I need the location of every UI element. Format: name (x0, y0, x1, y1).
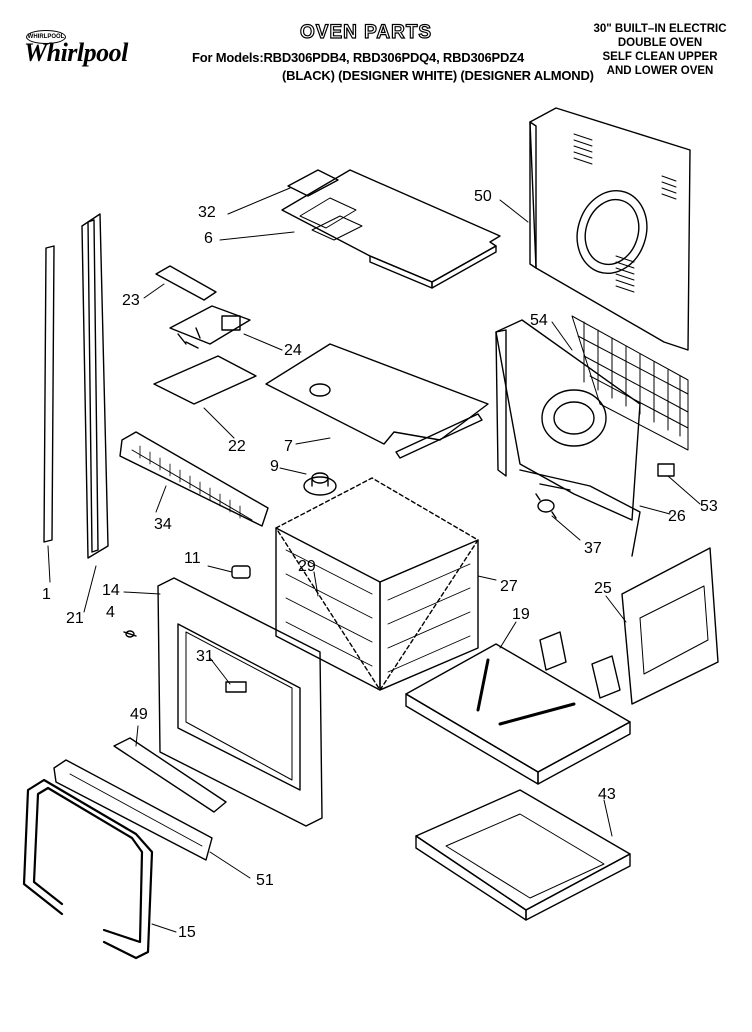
callout-label: 15 (178, 924, 196, 941)
callout-label: 19 (512, 606, 530, 623)
callout-label: 50 (474, 188, 492, 205)
callout-label: 51 (256, 872, 274, 889)
part-lamp-11 (232, 566, 250, 578)
description-line: AND LOWER OVEN (606, 65, 714, 77)
callout-label: 4 (106, 604, 115, 621)
part-rear-liner-54 (496, 320, 640, 520)
callout-leaders (48, 188, 700, 932)
part-cover-22 (154, 356, 256, 404)
callout-label: 53 (700, 498, 718, 515)
callout-label: 32 (198, 204, 216, 221)
callout-label: 9 (270, 458, 279, 475)
callout-label: 14 (102, 582, 120, 599)
part-liner-top-7 (266, 344, 488, 458)
callout-label: 43 (598, 786, 616, 803)
part-lock-31 (226, 682, 246, 692)
callout-label: 25 (594, 580, 612, 597)
part-bottom-panel-19 (406, 632, 630, 784)
callout-label: 54 (530, 312, 548, 329)
part-sensor-37 (536, 494, 556, 518)
whirlpool-logo: WHIRLPOOL (14, 30, 154, 72)
model-colors: (BLACK) (DESIGNER WHITE) (DESIGNER ALMON… (282, 68, 594, 83)
page-title: OVEN PARTS (299, 21, 433, 43)
callout-label: 21 (66, 610, 84, 627)
part-gasket-15 (24, 780, 152, 958)
part-front-frame-14 (158, 578, 322, 826)
callout-label: 27 (500, 578, 518, 595)
logo-oval-badge: WHIRLPOOL (26, 30, 66, 44)
callout-label: 11 (184, 550, 201, 567)
part-trim-49 (114, 738, 226, 812)
part-top-panel (282, 170, 500, 288)
callout-label: 31 (196, 648, 214, 665)
part-tray-43 (416, 790, 630, 920)
callout-label: 22 (228, 438, 246, 455)
callout-label: 49 (130, 706, 148, 723)
callout-label: 7 (284, 438, 293, 455)
part-door-trim-51 (54, 760, 212, 860)
model-numbers: For Models:RBD306PDB4, RBD306PDQ4, RBD30… (192, 50, 524, 65)
callout-label: 23 (122, 292, 140, 309)
callout-label: 1 (42, 586, 51, 603)
description-line: DOUBLE OVEN (617, 37, 703, 49)
callout-label: 24 (284, 342, 302, 359)
product-description: 30" BUILT–IN ELECTRIC DOUBLE OVEN SELF C… (580, 22, 740, 78)
callout-label: 37 (584, 540, 602, 557)
part-side-trim-21 (82, 214, 108, 558)
part-vent-34 (120, 432, 268, 526)
part-element-grille (572, 316, 688, 450)
part-switch-assembly-24 (170, 306, 250, 348)
description-line: SELF CLEAN UPPER (602, 51, 718, 63)
part-oven-liner-27 (276, 478, 478, 690)
description-line: 30" BUILT–IN ELECTRIC (593, 23, 727, 35)
callout-label: 29 (298, 558, 316, 575)
part-rear-panel (530, 108, 690, 350)
callout-label: 6 (204, 230, 213, 247)
part-side-panel-25 (622, 548, 718, 704)
callout-label: 34 (154, 516, 172, 533)
callout-label: 26 (668, 508, 686, 525)
part-vent-cap-9 (304, 473, 336, 495)
brand-name: Whirlpool (24, 38, 128, 67)
part-connector-53 (658, 464, 674, 476)
part-side-trim-1 (44, 246, 54, 542)
part-bracket-23 (156, 266, 216, 300)
part-screw-4 (124, 631, 136, 637)
part-broil-element-26 (520, 470, 640, 556)
